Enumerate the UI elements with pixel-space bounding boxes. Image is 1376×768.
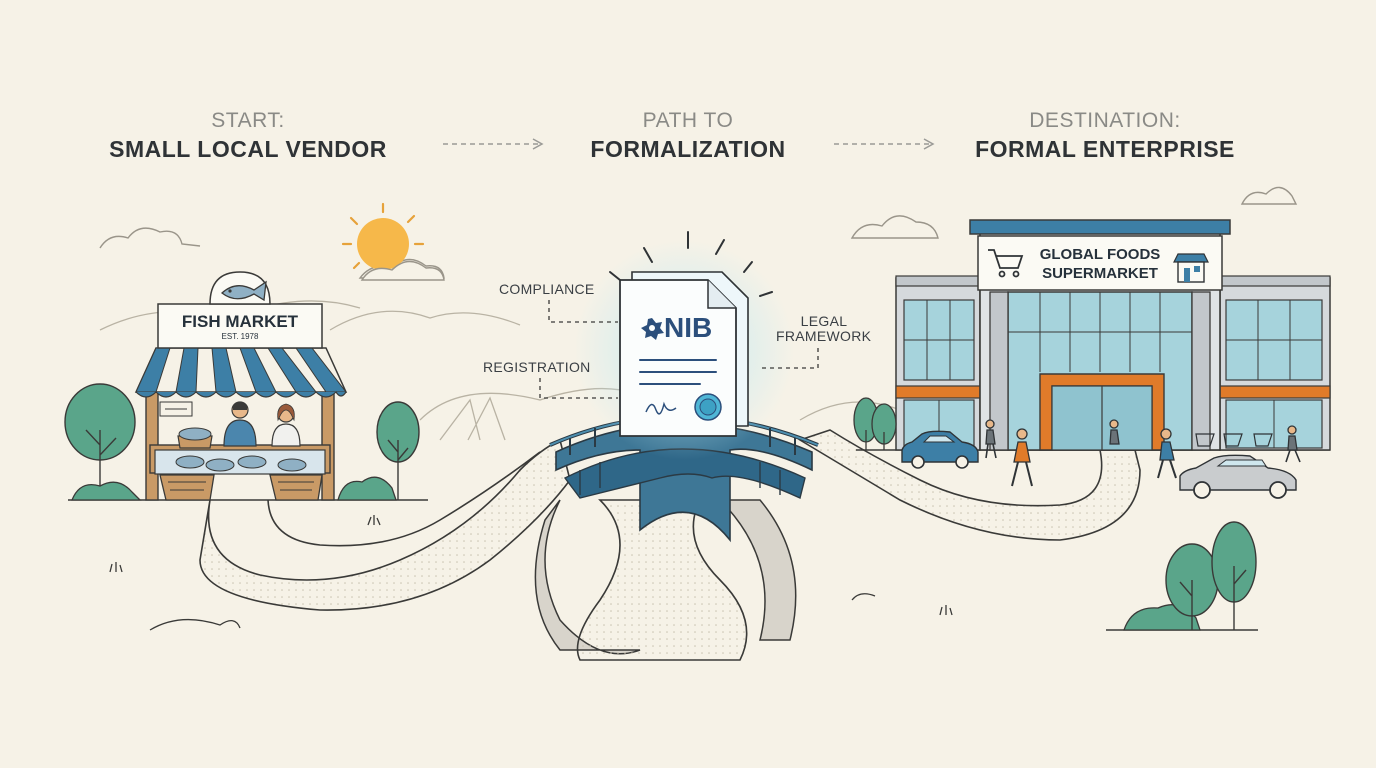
label-compliance: COMPLIANCE [499,281,595,297]
label-legal: LEGAL [800,313,848,329]
store-icon [1173,253,1209,283]
winding-path [199,429,1141,661]
fish-market-title: FISH MARKET [181,312,299,331]
nib-title: NIB [664,312,713,343]
right-trees [853,397,1258,631]
supermarket-name-line1: GLOBAL FOODS [1039,246,1161,263]
shopper-figures [985,419,1301,487]
fish-market-stall [134,271,348,501]
supermarket-name-line2: SUPERMARKET [1042,265,1158,282]
label-connectors [539,300,819,399]
label-registration: REGISTRATION [483,359,591,375]
stage-start-title: SMALL LOCAL VENDOR [109,136,387,162]
star-icon [641,318,664,340]
fish-icon [220,280,267,302]
shopping-carts-row [1195,433,1273,447]
stage-path-subtitle: PATH TO [642,109,734,132]
grass-tufts [109,515,953,631]
left-trees [64,383,428,501]
header-arrow-2 [834,138,935,150]
stage-destination-title: FORMAL ENTERPRISE [975,136,1235,162]
stage-start-header: START: SMALL LOCAL VENDOR [88,108,408,164]
nib-document [574,231,794,460]
stage-path-header: PATH TO FORMALIZATION [528,108,848,164]
header-arrow-1 [443,138,544,150]
label-framework: FRAMEWORK [776,328,872,344]
fish-market-est: EST. 1978 [221,332,259,341]
stage-destination-header: DESTINATION: FORMAL ENTERPRISE [945,108,1265,164]
car-icon [901,430,1297,499]
stage-path-title: FORMALIZATION [590,136,786,162]
supermarket-building [856,219,1331,451]
shopping-cart-icon [988,249,1024,278]
stage-destination-subtitle: DESTINATION: [1029,109,1181,132]
sun-icon [341,202,445,281]
stage-start-subtitle: START: [211,109,285,132]
